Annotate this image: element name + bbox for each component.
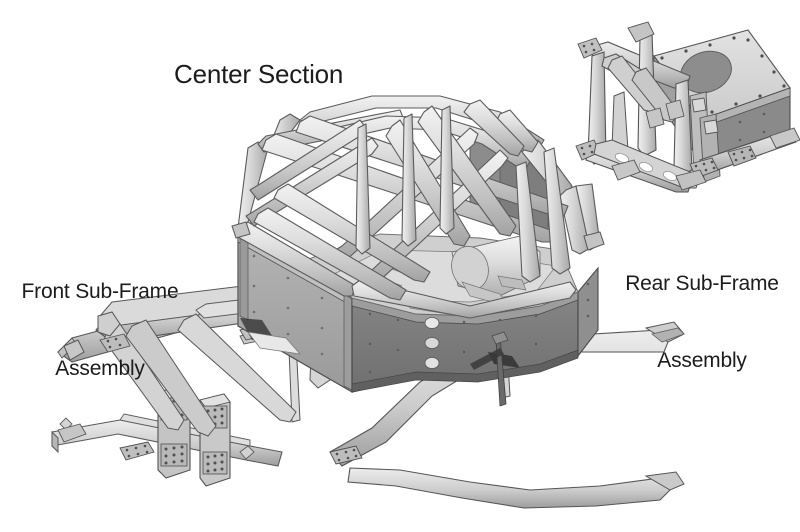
center-tub-front-panel [351, 291, 579, 393]
center-roll-cage [231, 95, 605, 319]
front-right-bottom-rail [347, 467, 685, 509]
label-rear-sub-frame: Rear Sub-Frame Assembly [612, 220, 792, 425]
label-front-line2: Assembly [55, 357, 145, 381]
rear-outrigger [611, 159, 707, 191]
rear-lightening-hole-rail [593, 139, 701, 189]
part-rear-sub-frame [575, 21, 800, 193]
rear-frame-end-brackets [575, 21, 655, 161]
label-front-sub-frame: Front Sub-Frame Assembly [10, 228, 190, 433]
part-front-sub-frame [51, 275, 685, 509]
label-rear-line1: Rear Sub-Frame [625, 272, 779, 296]
page-title-center-section: Center Section [174, 59, 344, 89]
front-diagonal-strut-c [177, 313, 297, 423]
label-rear-line2: Assembly [657, 349, 747, 373]
front-lower-bolt-plates [119, 441, 363, 465]
part-center-section [231, 95, 605, 407]
center-front-panel-holes [424, 317, 440, 369]
label-front-line1: Front Sub-Frame [21, 280, 179, 304]
front-left-tall-leg [63, 311, 121, 361]
center-tub-right-panel [577, 266, 599, 358]
front-diagonal-strut-b [125, 319, 217, 437]
center-lower-brace-rod [470, 348, 504, 370]
